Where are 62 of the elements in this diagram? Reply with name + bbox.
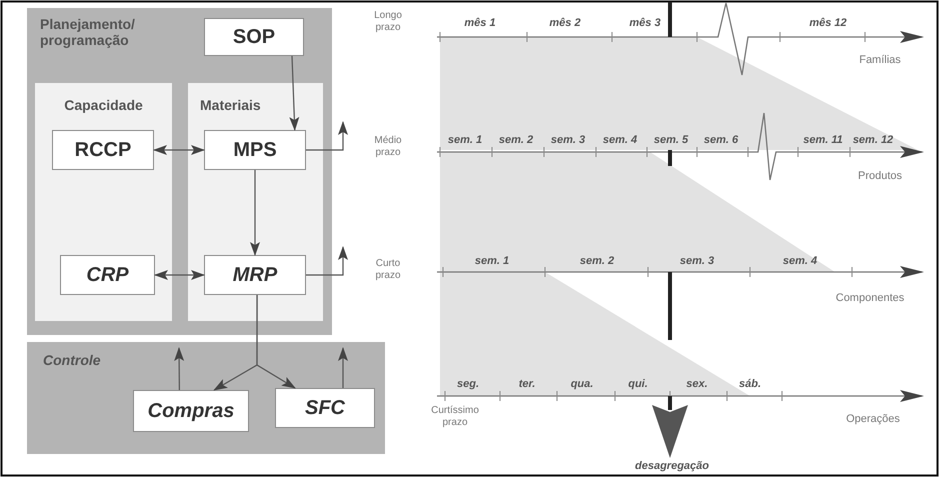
arrow	[174, 347, 184, 390]
period-label: sem. 12	[852, 134, 894, 146]
period-label: mês 2	[549, 17, 581, 29]
group-panel	[27, 342, 385, 454]
period-label: seg.	[457, 378, 479, 390]
level-label: Famílias	[859, 54, 901, 66]
horizon-label: Longo prazo	[373, 10, 403, 34]
period-label: sem. 1	[448, 134, 482, 146]
box-label: RCCP	[74, 138, 132, 162]
box-label: SOP	[232, 26, 276, 48]
box-label: SFC	[305, 396, 345, 420]
arrow	[289, 56, 300, 131]
arrow	[306, 121, 348, 151]
arrow	[154, 270, 205, 280]
arrow	[250, 170, 260, 256]
level-label: Produtos	[858, 170, 902, 182]
period-label: sáb.	[739, 378, 761, 390]
box-label: CRP	[86, 264, 129, 286]
horizon-label: Curtíssimo prazo	[430, 405, 480, 429]
period-label: sem. 3	[680, 255, 714, 267]
box-label: Compras	[148, 400, 234, 422]
level-label: Operações	[846, 413, 900, 425]
horizon-label: Médio prazo	[373, 135, 403, 159]
group-heading: Materiais	[200, 97, 261, 113]
period-label: sem. 4	[602, 134, 638, 146]
column-panel	[35, 83, 172, 321]
period-label: sem. 6	[704, 134, 738, 146]
column-panel	[188, 83, 323, 321]
period-label: qui.	[628, 378, 648, 390]
period-label: sem. 5	[654, 134, 688, 146]
level-label: Componentes	[836, 292, 904, 304]
group-heading: Capacidade	[63, 97, 144, 113]
period-label: mês 1	[464, 17, 496, 29]
process-box	[204, 18, 304, 56]
period-label: sem. 4	[782, 255, 818, 267]
period-label: desagregação	[635, 460, 709, 472]
period-label: qua.	[570, 378, 594, 390]
period-label: sem. 3	[550, 134, 586, 146]
arrow	[306, 246, 348, 276]
process-box	[275, 388, 375, 428]
process-box	[204, 130, 306, 170]
period-label: sem. 2	[580, 255, 614, 267]
group-heading: Planejamento/ programação	[40, 16, 136, 48]
box-label: MPS	[233, 138, 277, 162]
process-box	[204, 255, 306, 295]
period-label: ter.	[518, 378, 536, 390]
period-label: sex.	[686, 378, 708, 390]
process-box	[133, 390, 249, 432]
period-label: sem. 1	[474, 255, 510, 267]
horizon-label: Curto prazo	[374, 258, 402, 282]
group-heading: Controle	[43, 352, 101, 368]
period-label: sem. 11	[803, 134, 843, 146]
process-box	[60, 255, 155, 295]
period-label: sem. 2	[498, 134, 534, 146]
arrow	[338, 347, 348, 388]
group-panel	[27, 8, 332, 335]
period-label: mês 12	[809, 17, 847, 29]
arrow	[153, 145, 205, 155]
arrow	[256, 295, 296, 389]
process-box	[52, 130, 154, 170]
period-label: mês 3	[629, 17, 661, 29]
box-label: MRP	[232, 264, 278, 286]
